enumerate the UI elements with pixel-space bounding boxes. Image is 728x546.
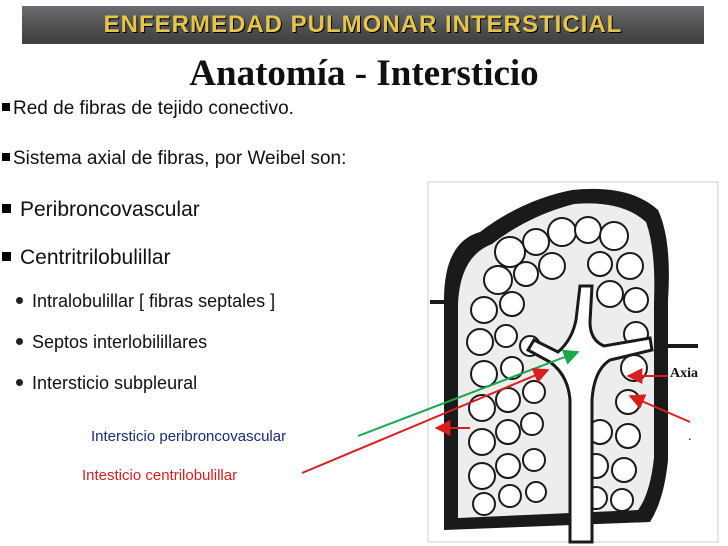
bullet-3-text: Peribroncovascular: [20, 198, 200, 221]
banner-title: ENFERMEDAD PULMONAR INTERSTICIAL: [103, 11, 623, 38]
round-bullet-icon: [16, 338, 23, 345]
subbullet-1: Intralobulillar [ fibras septales ]: [16, 291, 275, 312]
dot-mark: .: [688, 429, 692, 444]
annotation-peribroncovascular: Intersticio peribroncovascular: [91, 428, 287, 445]
round-bullet-icon: [16, 297, 23, 304]
annotation-centrilobulillar: Intesticio centrilobulillar: [82, 467, 238, 484]
green-arrow-icon: [357, 349, 580, 437]
subbullet-2-text: Septos interlobilillares: [32, 332, 208, 352]
bullet-1-text: Red de fibras de tejido conectivo.: [13, 98, 294, 119]
square-bullet-icon: [2, 204, 11, 213]
bullet-2: Sistema axial de fibras, por Weibel son:: [2, 148, 346, 170]
subbullet-1-text: Intralobulillar [ fibras septales ]: [32, 291, 276, 311]
red-arrow-centrilobulillar-icon: [301, 368, 550, 474]
square-bullet-icon: [2, 153, 10, 161]
round-bullet-icon: [16, 379, 23, 386]
bullet-1: Red de fibras de tejido conectivo.: [2, 98, 294, 120]
slide-title: Anatomía - Intersticio: [189, 53, 539, 94]
bullet-3: Peribroncovascular: [2, 198, 200, 222]
bullet-4-text: Centritrilobulillar: [20, 246, 171, 269]
axial-label: Axia: [670, 366, 698, 381]
square-bullet-icon: [2, 103, 10, 111]
banner: ENFERMEDAD PULMONAR INTERSTICIAL: [22, 6, 704, 44]
subbullet-2: Septos interlobilillares: [16, 332, 207, 353]
bullet-2-text: Sistema axial de fibras, por Weibel son:: [13, 148, 347, 169]
subbullet-3: Intersticio subpleural: [16, 373, 197, 394]
subbullet-3-text: Intersticio subpleural: [32, 373, 198, 393]
red-arrow-subpleural-icon: [628, 394, 691, 423]
bronchovascular-bundle: [525, 284, 654, 544]
bullet-4: Centritrilobulillar: [2, 246, 171, 270]
square-bullet-icon: [2, 252, 11, 261]
